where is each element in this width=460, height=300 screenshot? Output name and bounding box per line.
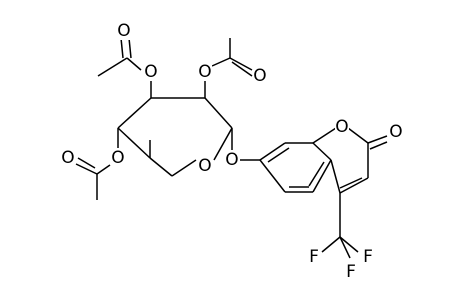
acetyl-group-left <box>75 128 119 200</box>
trifluoromethyl-group <box>321 193 359 259</box>
glycosidic-bond <box>231 128 260 161</box>
atom-o-glycosidic: O <box>225 150 239 170</box>
coumarin-benzene-ring <box>259 142 332 193</box>
atom-label: O <box>117 21 130 41</box>
atom-o-acetyl-ring1-ester: O <box>144 62 158 82</box>
atom-label: O <box>111 148 124 168</box>
atom-o-acetyl-ring1-carbonyl: O <box>117 21 131 41</box>
atom-o-acetyl-ring2-carbonyl: O <box>253 66 267 86</box>
pyranose-ring <box>117 97 233 177</box>
atom-o-acetyl-ring3-ester: O <box>111 148 125 168</box>
atom-f-bottom: F <box>344 262 358 282</box>
atom-label: O <box>389 122 402 142</box>
atom-o-lactone-ring: O <box>335 117 349 137</box>
atom-o-acetyl-ring3-carbonyl: O <box>61 148 75 168</box>
atom-label: O <box>335 117 348 137</box>
atom-label: O <box>253 66 266 86</box>
acetyl-group-top-right <box>204 38 253 98</box>
atom-label: F <box>363 247 373 267</box>
acetyl-group-top-left <box>97 37 152 98</box>
atom-o-lactone-carbonyl: O <box>389 122 403 142</box>
atom-f-left: F <box>307 247 321 267</box>
atom-label: F <box>346 262 356 282</box>
atom-label: O <box>144 62 157 82</box>
atom-o-ring-oxygen: O <box>198 156 212 176</box>
atom-label: F <box>309 247 319 267</box>
atom-o-acetyl-ring2-ester: O <box>198 62 212 82</box>
atom-f-right: F <box>361 247 375 267</box>
atom-label: O <box>198 62 211 82</box>
atom-label: O <box>225 150 238 170</box>
coumarin-pyranone-ring <box>312 127 388 194</box>
atom-label: O <box>61 148 74 168</box>
atom-label: O <box>198 156 211 176</box>
